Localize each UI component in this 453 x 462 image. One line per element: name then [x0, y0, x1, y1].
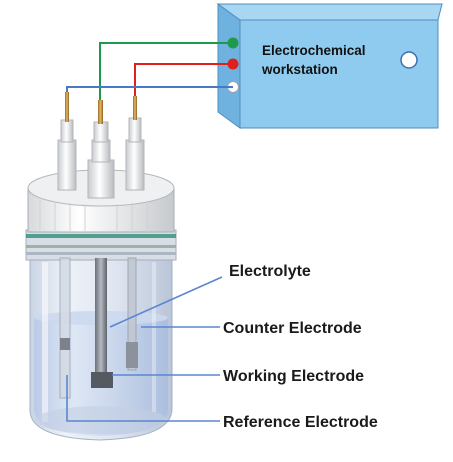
label-working-electrode: Working Electrode	[223, 368, 364, 385]
counter-electrode-pin	[133, 96, 137, 120]
green-wire	[99, 42, 233, 120]
workstation-label-line2: workstation	[261, 62, 338, 77]
reference-electrode-pin	[65, 92, 69, 122]
reference-pointer	[66, 375, 220, 422]
counter-holder	[125, 96, 145, 191]
reference-rod	[59, 257, 71, 399]
label-counter-electrode: Counter Electrode	[223, 320, 362, 337]
working-holder	[87, 100, 115, 199]
blue-wire	[66, 86, 233, 120]
working-electrode-pin	[98, 100, 103, 124]
working-rod	[95, 258, 107, 378]
workstation-front-face	[239, 19, 439, 129]
workstation-box: Electrochemical workstation	[216, 3, 443, 129]
workstation-label-line1: Electrochemical	[262, 43, 366, 58]
reference-holder	[57, 92, 77, 191]
jar-neck	[25, 229, 177, 261]
counter-rod	[127, 257, 137, 371]
power-button-icon	[400, 51, 418, 69]
label-electrolyte: Electrolyte	[229, 263, 311, 280]
internal-electrodes	[59, 257, 138, 399]
label-reference-electrode: Reference Electrode	[223, 414, 378, 431]
electrolyte-pointer	[109, 276, 223, 328]
